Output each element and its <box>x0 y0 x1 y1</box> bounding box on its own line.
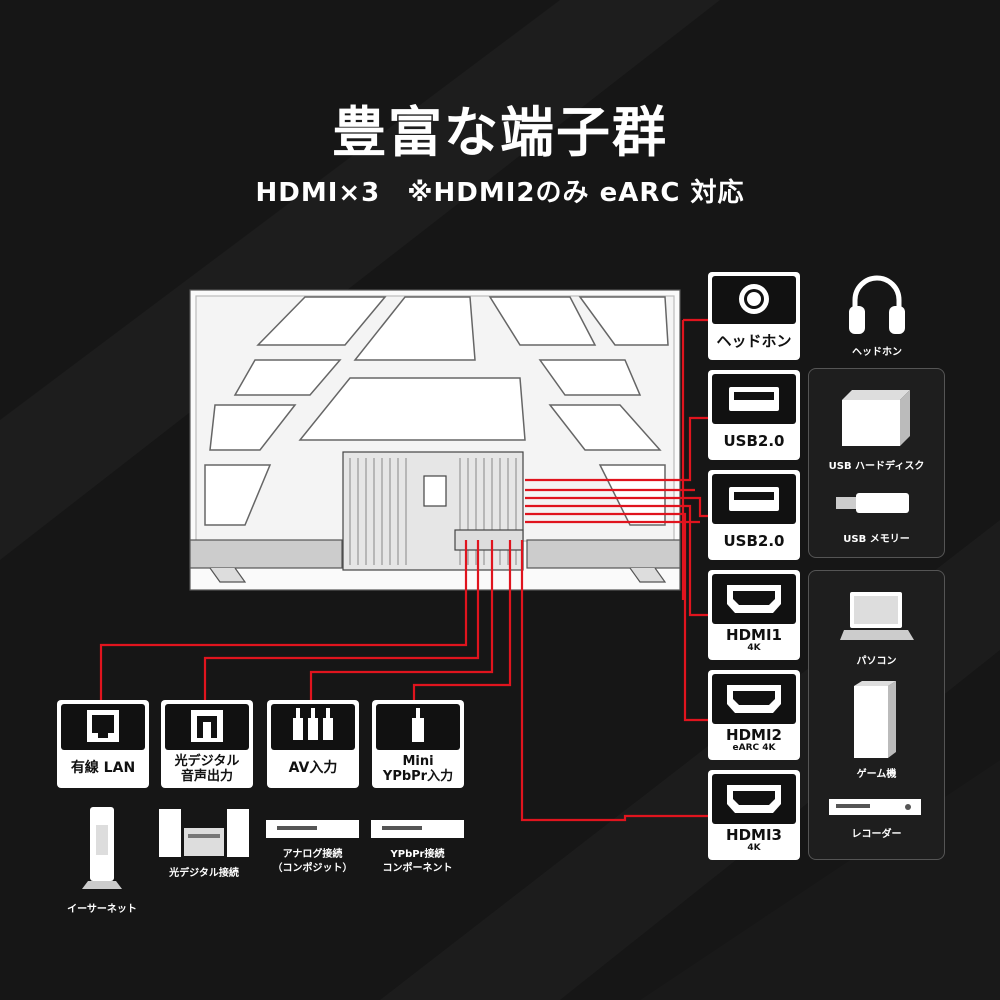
analog-device-label: アナログ接続 （コンポジット） <box>272 849 353 874</box>
router-icon <box>82 807 122 889</box>
ethernet-port-icon <box>87 710 119 742</box>
mini-jack-icon <box>412 708 424 742</box>
recorder-icon <box>829 799 921 815</box>
headphone-device-label: ヘッドホン <box>852 347 902 358</box>
ethernet-label: イーサーネット <box>67 904 137 915</box>
headphone-port: ヘッドホン <box>708 272 800 360</box>
headphone-port-label: ヘッドホン <box>716 332 792 350</box>
hdmi3-port: HDMI3 4K <box>708 770 800 860</box>
game-label: ゲーム機 <box>856 769 897 780</box>
hdmi3-port-label: HDMI3 <box>726 826 782 844</box>
hdmi-port-icon <box>727 785 781 813</box>
player-icon <box>266 820 359 838</box>
hdmi1-port-sub: 4K <box>747 643 761 653</box>
player-icon <box>371 820 464 838</box>
hdmi2-port-sub: eARC 4K <box>732 743 776 753</box>
headphone-jack-icon <box>739 284 769 314</box>
hdmi2-port: HDMI2 eARC 4K <box>708 670 800 760</box>
optical-port: 光デジタル 音声出力 <box>161 700 253 788</box>
hdmi2-port-label: HDMI2 <box>726 726 782 744</box>
game-console-icon <box>854 681 896 758</box>
cables <box>99 318 708 822</box>
recorder-label: レコーダー <box>851 829 902 840</box>
usb-port-icon <box>729 387 779 411</box>
usb-hdd-icon <box>842 390 910 446</box>
hdmi3-port-sub: 4K <box>747 843 761 853</box>
usb-memory-icon <box>836 493 909 513</box>
ypbpr-port: Mini YPbPr入力 <box>372 700 464 788</box>
hdmi-port-icon <box>727 585 781 613</box>
optical-device-label: 光デジタル接続 <box>169 868 239 879</box>
page-subtitle: HDMI×3 ※HDMI2のみ eARC 対応 <box>255 178 745 208</box>
page-title: 豊富な端子群 <box>332 101 668 164</box>
tv-back <box>189 289 681 591</box>
rca-cable-icon <box>293 708 333 740</box>
av-port: AV入力 <box>267 700 359 788</box>
usb2-port-label: USB2.0 <box>723 532 785 550</box>
usb1-port-label: USB2.0 <box>723 432 785 450</box>
hdmi1-port-label: HDMI1 <box>726 626 782 644</box>
optical-port-icon <box>191 710 223 742</box>
hdmi-port-icon <box>727 685 781 713</box>
usb-hdd-label: USB ハードディスク <box>828 461 925 472</box>
audio-system-icon <box>159 809 249 857</box>
hdmi1-port: HDMI1 4K <box>708 570 800 660</box>
usb-memory-label: USB メモリー <box>843 534 910 545</box>
usb1-port: USB2.0 <box>708 370 800 460</box>
av-port-label: AV入力 <box>288 760 338 776</box>
usb-port-icon <box>729 487 779 511</box>
headphones-icon <box>849 275 905 334</box>
laptop-icon <box>840 592 914 640</box>
usb2-port: USB2.0 <box>708 470 800 560</box>
pc-label: パソコン <box>856 656 897 667</box>
lan-port: 有線 LAN <box>57 700 149 788</box>
optical-port-label: 光デジタル 音声出力 <box>174 754 240 784</box>
ypbpr-port-label: Mini YPbPr入力 <box>382 754 454 784</box>
lan-port-label: 有線 LAN <box>70 760 136 776</box>
ypbpr-device-label: YPbPr接続 コンポーネント <box>382 849 453 874</box>
